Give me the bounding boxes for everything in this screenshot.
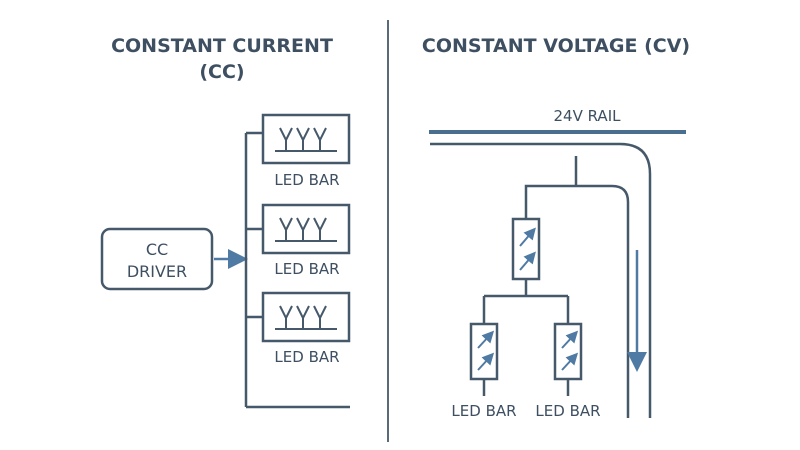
cc-led-label-2: LED BAR <box>274 260 339 278</box>
led-emit-arrow-icon <box>477 352 495 371</box>
cc-led-label-1: LED BAR <box>274 171 339 189</box>
led-symbols-icon <box>279 127 327 151</box>
cv-led-segment-top <box>511 217 541 281</box>
cc-panel: CONSTANT CURRENT (CC) CC DRIVER LED BAR <box>100 35 351 409</box>
led-symbols-icon <box>279 217 327 241</box>
led-symbols-icon <box>279 305 327 329</box>
cc-title-abbrev: (CC) <box>199 61 244 83</box>
rail-label: 24V RAIL <box>554 107 622 125</box>
cv-led-segment-right: LED BAR <box>535 322 601 420</box>
cv-led-label-2: LED BAR <box>535 402 600 420</box>
led-emit-arrow-icon <box>519 227 536 247</box>
cc-led-bar-2: LED BAR <box>261 203 351 278</box>
cv-title: CONSTANT VOLTAGE (CV) <box>422 35 690 57</box>
cv-branch-wire <box>524 184 630 418</box>
cc-driver-box: CC DRIVER <box>100 227 214 291</box>
cc-led-bar-3: LED BAR <box>261 291 351 366</box>
cc-led-bar-1: LED BAR <box>261 113 351 189</box>
cc-driver-label-top: CC <box>146 240 168 259</box>
led-emit-arrow-icon <box>561 352 579 371</box>
led-emit-arrow-icon <box>477 330 495 349</box>
cc-driver-label-bottom: DRIVER <box>127 262 187 281</box>
cv-panel: CONSTANT VOLTAGE (CV) 24V RAIL LED BAR <box>422 35 690 420</box>
led-emit-arrow-icon <box>561 330 579 349</box>
cc-led-label-3: LED BAR <box>274 348 339 366</box>
led-emit-arrow-icon <box>519 251 536 271</box>
cv-led-label-1: LED BAR <box>451 402 516 420</box>
cc-title: CONSTANT CURRENT <box>111 35 333 57</box>
cv-feed-wire <box>430 142 652 418</box>
cv-led-segment-left: LED BAR <box>451 322 517 420</box>
